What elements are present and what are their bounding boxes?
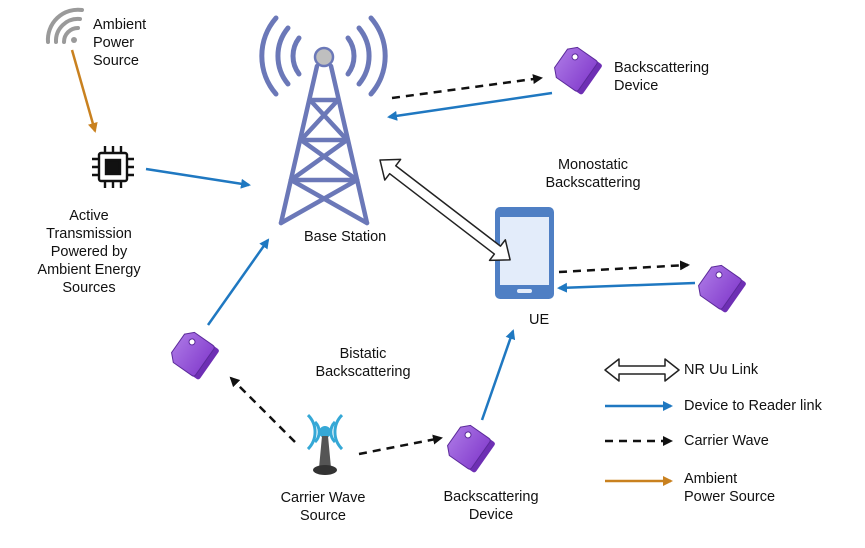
bistatic-label: Bistatic Backscattering: [315, 346, 411, 380]
legend-nr-uu-symbol: [604, 358, 680, 382]
carrier-wave-source-label: Carrier Wave Source: [280, 490, 366, 524]
backscattering-device-top-label: Backscattering Device: [614, 60, 710, 94]
base-station-tower-icon: [259, 15, 388, 226]
tag-icon-right: [695, 261, 751, 317]
ambient-power-arrow: [70, 49, 98, 133]
antenna-icon: [306, 413, 344, 475]
phone-icon: [495, 207, 554, 299]
tag-icon-top-right: [551, 43, 607, 99]
backscattering-device-bottom-label: Backscattering Device: [443, 489, 539, 523]
tag-icon-bottom: [444, 421, 500, 477]
tag-icon-left: [168, 328, 224, 384]
legend-nr-uu-label: NR Uu Link: [684, 362, 759, 378]
legend-carrier-wave-label: Carrier Wave: [684, 433, 769, 449]
wifi-icon: [45, 7, 84, 44]
legend-ambient-power-label: Ambient Power Source: [684, 471, 776, 505]
monostatic-label: Monostatic Backscattering: [545, 157, 641, 191]
ue-label: UE: [529, 312, 550, 328]
legend-device-to-reader-label: Device to Reader link: [684, 398, 822, 414]
base-station-label: Base Station: [304, 229, 387, 245]
active-transmission-label: Active Transmission Powered by Ambient E…: [37, 208, 141, 296]
nr-uu-link-arrow: [379, 158, 511, 262]
device-to-reader-links: [145, 91, 696, 421]
ambient-power-source-label: Ambient Power Source: [93, 17, 147, 69]
chip-icon: [92, 146, 134, 188]
carrier-wave-links: [229, 74, 690, 456]
